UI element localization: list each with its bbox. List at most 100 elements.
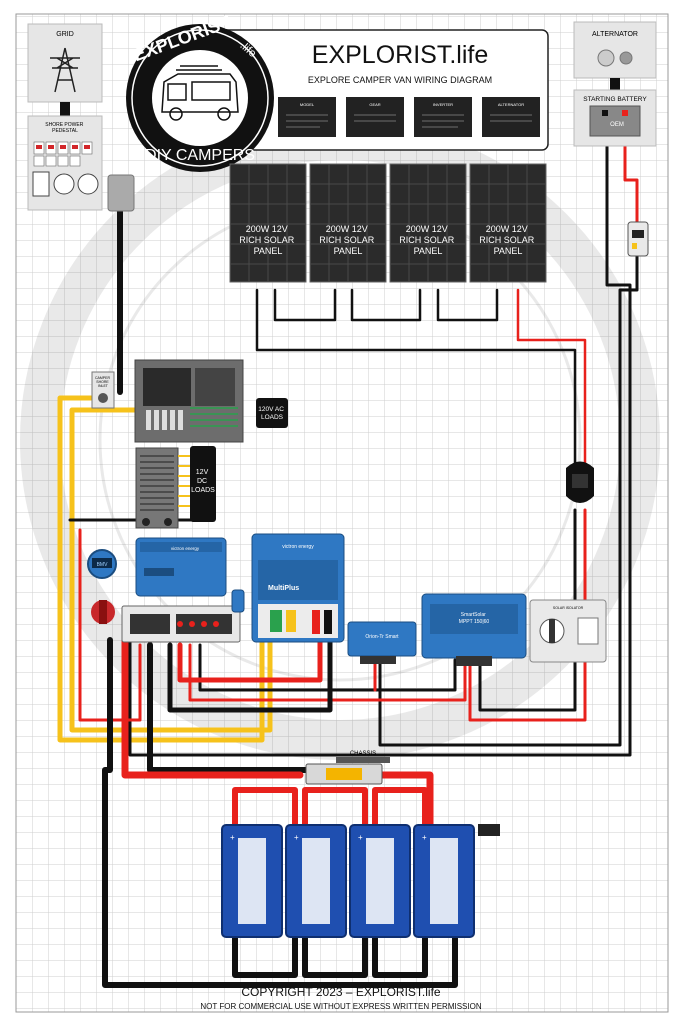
- panel-1-line1: 200W 12V: [246, 224, 288, 234]
- battery-4-plus: +: [422, 833, 427, 842]
- solar-jumper-3: [436, 288, 499, 322]
- grid-label: GRID: [56, 31, 74, 38]
- battery-link-neg-2: [302, 932, 368, 978]
- shore-inlet-line3: INLET: [98, 384, 109, 388]
- solar-jumper-2: [350, 288, 422, 322]
- panel-label-3: 200W 12V RICH SOLAR PANEL: [399, 224, 457, 256]
- house-battery-4: +: [413, 824, 475, 938]
- shore-inlet-label: CAMPER SHORE INLET: [95, 376, 111, 388]
- footer-copyright: COPYRIGHT 2023 – EXPLORIST.life: [241, 985, 441, 999]
- footer-notice: NOT FOR COMMERCIAL USE WITHOUT EXPRESS W…: [200, 1002, 481, 1011]
- multiplus-inverter: victron energy MultiPlus: [251, 533, 345, 643]
- dc-busbars: [121, 605, 241, 643]
- alternator-icon: [597, 49, 615, 67]
- panel-4-line3: PANEL: [494, 246, 523, 256]
- dc-loads: 12V DC LOADS: [190, 446, 216, 522]
- multiplus-brand: victron energy: [282, 544, 314, 550]
- solar-panel-1: 200W 12V RICH SOLAR PANEL: [229, 163, 307, 283]
- panel-1-line2: RICH SOLAR: [239, 235, 295, 245]
- logo-bottom-text: DIY CAMPERS: [145, 147, 255, 164]
- battery-bms-badge: [478, 824, 500, 836]
- brand-title: EXPLORIST.life: [312, 41, 488, 69]
- alternator-label: ALTERNATOR: [592, 31, 638, 38]
- multiplus-model: MultiPlus: [268, 585, 299, 592]
- solar-array: 200W 12V RICH SOLAR PANEL 200W 12V RICH …: [229, 163, 547, 283]
- panel-3-line2: RICH SOLAR: [399, 235, 455, 245]
- solar-jumper-1: [273, 288, 337, 322]
- battery-negative-return: [102, 637, 458, 988]
- panel-label-4: 200W 12V RICH SOLAR PANEL: [479, 224, 537, 256]
- multiplus-positive: [177, 637, 323, 683]
- alt-charge-wire: [378, 253, 639, 747]
- grid-box: GRID: [27, 23, 103, 103]
- info-cards: MODEL GEAR INVERTER ALTERNATOR: [278, 97, 540, 137]
- solar-isolator-switch: SOLAR ISOLATOR: [529, 599, 607, 663]
- solar-negative-wire: [255, 288, 577, 467]
- main-fuse-block: [305, 763, 383, 785]
- fuse-to-battery: [376, 771, 434, 829]
- starting-battery-box: STARTING BATTERY OEM: [573, 89, 657, 147]
- wires: [57, 138, 639, 988]
- mc4-branch-connector: [566, 461, 594, 503]
- start-battery-positive: [623, 138, 639, 227]
- battery-1-plus: +: [230, 833, 235, 842]
- house-battery-3: +: [349, 824, 411, 938]
- alternator-link: [610, 78, 620, 90]
- solar-panel-2: 200W 12V RICH SOLAR PANEL: [309, 163, 387, 283]
- ac-distribution-panel: [134, 359, 244, 443]
- house-battery-bank: + + + +: [221, 824, 475, 938]
- explorist-logo: EXPLORIST .life DIY CAMPERS: [126, 12, 274, 172]
- chassis-label: CHASSIS: [350, 751, 376, 757]
- battery-2-plus: +: [294, 833, 299, 842]
- multiplus-negative: [167, 637, 333, 713]
- ac-loads-line1: 120V AC: [258, 406, 284, 413]
- info-card-title-2: GEAR: [369, 102, 380, 107]
- battery-monitor: BMV: [87, 549, 117, 579]
- main-negative: [147, 642, 313, 773]
- panel-1-line3: PANEL: [254, 246, 283, 256]
- ac-loads-line2: LOADS: [261, 414, 284, 421]
- charger-brand: victron energy: [171, 546, 200, 551]
- battery-link-pos-3: [372, 787, 428, 828]
- battery-link-neg-1: [232, 932, 298, 978]
- solar-panel-3: 200W 12V RICH SOLAR PANEL: [389, 163, 467, 283]
- dc-loads-label: 12V DC LOADS: [191, 469, 215, 494]
- shore-label-line2: PEDESTAL: [52, 128, 78, 134]
- house-battery-2: +: [285, 824, 347, 938]
- isolator-label: SOLAR ISOLATOR: [553, 606, 584, 610]
- smart-shunt-dongle: [231, 589, 245, 613]
- info-card-title-4: ALTERNATOR: [498, 102, 524, 107]
- battery-link-neg-3: [372, 932, 428, 978]
- main-positive: [121, 636, 304, 779]
- panel-2-line3: PANEL: [334, 246, 363, 256]
- panel-4-line1: 200W 12V: [486, 224, 528, 234]
- ac-loads-label: 120V AC LOADS: [258, 406, 285, 421]
- mppt-solar-controller: SmartSolar MPPT 150|60: [421, 593, 527, 666]
- panel-4-line2: RICH SOLAR: [479, 235, 535, 245]
- starting-battery-icon: [589, 105, 641, 137]
- panel-3-line3: PANEL: [414, 246, 443, 256]
- oem-label: OEM: [610, 122, 624, 128]
- shore-plug: [107, 174, 135, 212]
- solar-panel-4: 200W 12V RICH SOLAR PANEL: [469, 163, 547, 283]
- orion-dc-dc-charger: Orion-Tr Smart: [347, 621, 417, 664]
- mppt-line1: SmartSolar: [461, 612, 486, 618]
- brand-subtitle: EXPLORE CAMPER VAN WIRING DIAGRAM: [308, 75, 492, 85]
- alternator-breaker: [627, 221, 649, 257]
- panel-3-line1: 200W 12V: [406, 224, 448, 234]
- transmission-tower-icon: [50, 47, 80, 93]
- monitor-label: BMV: [97, 562, 109, 568]
- pv-neg-run: [478, 658, 577, 712]
- dc-loads-line1: 12V: [196, 469, 209, 476]
- camper-shore-inlet: CAMPER SHORE INLET: [91, 371, 115, 409]
- info-card-title-1: MODEL: [300, 102, 315, 107]
- battery-link-pos-2: [302, 787, 368, 828]
- ac-loads: 120V AC LOADS: [256, 398, 288, 428]
- panel-2-line1: 200W 12V: [326, 224, 368, 234]
- pv-pos-run: [468, 658, 587, 722]
- alternator-box: ALTERNATOR: [573, 21, 657, 79]
- panel-label-2: 200W 12V RICH SOLAR PANEL: [319, 224, 377, 256]
- shore-power-pedestal: SHORE POWER PEDESTAL: [27, 115, 103, 211]
